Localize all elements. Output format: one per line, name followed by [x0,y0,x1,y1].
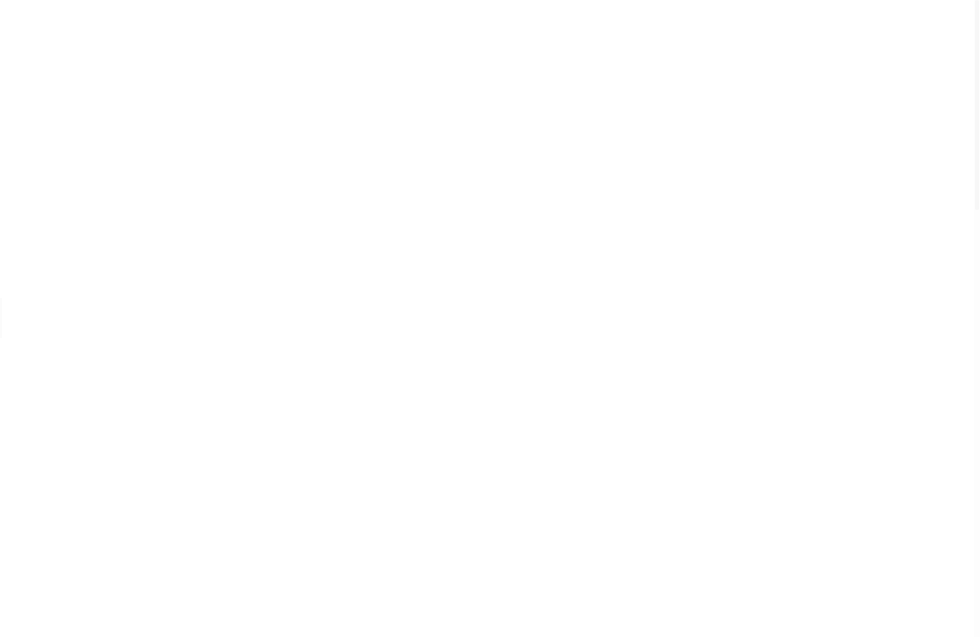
scrollbar-thumb[interactable] [975,0,979,210]
vertical-scrollbar[interactable] [974,0,980,637]
left-edge-marker [0,298,2,338]
